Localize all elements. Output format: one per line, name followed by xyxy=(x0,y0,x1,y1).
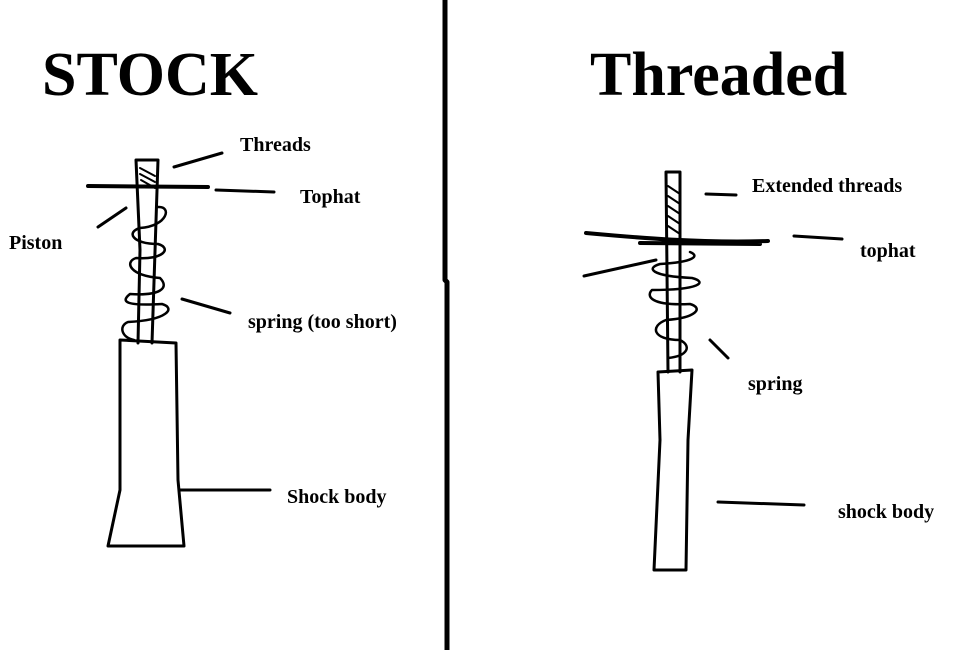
stock-threads-leader xyxy=(172,151,224,169)
threaded-tophat xyxy=(584,231,770,246)
stock-shock xyxy=(86,151,276,548)
threaded-shock-body xyxy=(652,368,694,572)
threaded-title: Threaded xyxy=(590,41,848,109)
threaded-shock-body-label: shock body xyxy=(838,501,935,523)
threaded-spring-leader xyxy=(708,338,730,360)
stock-tophat-label: Tophat xyxy=(300,186,361,208)
stock-shock-body xyxy=(106,338,186,548)
stock-shock-body-label: Shock body xyxy=(287,486,387,508)
stock-title: STOCK xyxy=(42,41,258,109)
threaded-tophat-leader xyxy=(792,234,844,241)
threaded-threads xyxy=(667,185,681,235)
stock-spring xyxy=(121,205,170,342)
threaded-piston-leader xyxy=(582,258,658,278)
threaded-tophat-label: tophat xyxy=(860,240,916,262)
threaded-body-leader xyxy=(716,500,806,507)
threaded-ext-threads-leader xyxy=(704,192,738,197)
stock-spring-label: spring (too short) xyxy=(248,311,397,333)
threaded-shock xyxy=(582,170,844,572)
stock-threads-label: Threads xyxy=(240,134,311,156)
threaded-spring-label: spring xyxy=(748,373,803,395)
divider-line xyxy=(442,0,450,650)
stock-piston-rod xyxy=(134,158,160,345)
stock-spring-leader xyxy=(180,297,232,315)
stock-tophat xyxy=(86,184,210,189)
stock-tophat-leader xyxy=(214,188,276,194)
stock-piston-leader xyxy=(96,206,128,229)
threaded-spring xyxy=(648,250,701,360)
threaded-extended-threads-label: Extended threads xyxy=(752,175,903,197)
stock-piston-label: Piston xyxy=(9,232,63,254)
